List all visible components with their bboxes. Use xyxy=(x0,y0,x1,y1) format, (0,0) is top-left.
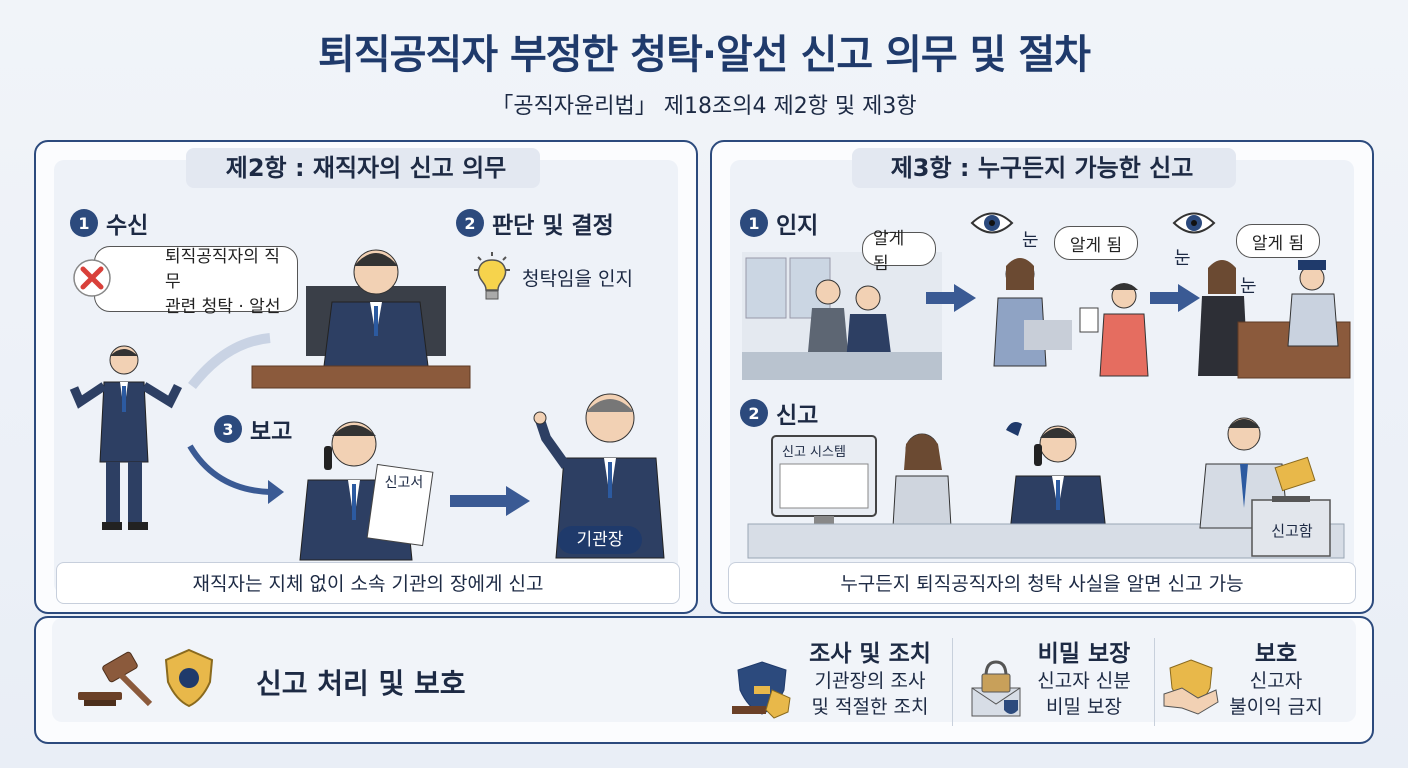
left-caption: 재직자는 지체 없이 소속 기관의 장에게 신고 xyxy=(56,562,680,604)
report-box xyxy=(1251,496,1331,557)
long-desk xyxy=(747,523,1345,559)
police-report-scene xyxy=(1198,260,1351,379)
item-title: 보호 xyxy=(1254,641,1298,667)
panel-inner xyxy=(52,618,1356,722)
bubble-line: 관련 청탁 · 알선 xyxy=(165,296,281,317)
item-line: 기관장의 조사 xyxy=(814,670,926,692)
panel-processing-protection: 신고 처리 및 보호 조사 및 조치 기관장의 조사 및 적절한 조치 비밀 보… xyxy=(34,616,1374,744)
agency-head-badge: 기관장 xyxy=(558,526,642,554)
item-title: 조사 및 조치 xyxy=(809,641,931,667)
speech-bubble-aware: 알게 됨 xyxy=(1054,226,1138,260)
step-receive: 1 수신 xyxy=(70,206,148,240)
step-number: 1 xyxy=(740,209,768,237)
report-box-label: 신고함 xyxy=(1271,522,1313,540)
panel-heading: 제2항 : 재직자의 신고 의무 xyxy=(225,154,507,182)
page-title: 퇴직공직자 부정한 청탁·알선 신고 의무 및 절차 xyxy=(318,32,1091,78)
panel-heading: 제3항 : 누구든지 가능한 신고 xyxy=(890,154,1194,182)
step-number: 2 xyxy=(456,209,484,237)
handshake-shield-icon xyxy=(1163,659,1219,715)
office-scene xyxy=(742,252,942,380)
step-judge: 2 판단 및 결정 xyxy=(456,206,614,240)
eye-label: 눈 xyxy=(1240,276,1257,297)
arrow-right xyxy=(926,284,976,312)
speech-bubble-request: 퇴직공직자의 직무 관련 청탁 · 알선 xyxy=(94,246,298,317)
judge-note: 청탁임을 인지 xyxy=(522,268,633,290)
item-line: 불이익 금지 xyxy=(1229,696,1323,718)
item-line: 비밀 보장 xyxy=(1046,696,1122,718)
panel-anyone-report: 제3항 : 누구든지 가능한 신고 1 인지 알게 됨 눈 알게 됨 xyxy=(710,140,1374,614)
step-number: 1 xyxy=(70,209,98,237)
eye-label: 눈 xyxy=(1174,248,1191,269)
bubble-line: 퇴직공직자의 직무 xyxy=(165,246,280,292)
arrow-right xyxy=(1150,284,1200,312)
step-number: 2 xyxy=(740,399,768,427)
bottom-title: 신고 처리 및 보호 xyxy=(256,667,466,700)
step-label: 수신 xyxy=(106,213,149,239)
step-label: 신고 xyxy=(776,403,819,429)
heading-bg xyxy=(186,148,540,188)
divider xyxy=(952,638,953,726)
page-subtitle: 「공직자윤리법」 제18조의4 제2항 및 제3항 xyxy=(491,94,917,119)
curved-arrow xyxy=(188,333,271,390)
item-line: 및 적절한 조치 xyxy=(811,696,929,718)
caller-figure xyxy=(1006,422,1107,533)
heading-bg xyxy=(852,148,1236,188)
employee-figure xyxy=(69,345,183,530)
step-report: 2 신고 xyxy=(740,396,818,430)
eye-icon xyxy=(1172,212,1216,234)
report-form-label: 신고서 xyxy=(384,475,424,491)
item-line: 신고자 신분 xyxy=(1037,670,1131,692)
step-report: 3 보고 xyxy=(214,412,292,446)
computer-monitor-icon xyxy=(771,435,877,534)
curved-arrow-report xyxy=(187,444,284,504)
system-title: 신고 시스템 xyxy=(782,445,846,460)
shield-gavel-icon xyxy=(732,661,791,719)
step-label: 판단 및 결정 xyxy=(492,213,614,239)
supervisor-at-desk xyxy=(251,249,471,389)
lock-envelope-icon xyxy=(971,660,1021,717)
arrow-right xyxy=(450,486,530,516)
police-badge-icon xyxy=(164,648,214,708)
item-line: 신고자 xyxy=(1249,670,1303,692)
eye-label: 눈 xyxy=(1022,230,1039,251)
divider xyxy=(1154,638,1155,726)
reception-scene xyxy=(993,258,1149,377)
panel-employee-duty: 제2항 : 재직자의 신고 의무 1 수신 퇴직공직자의 직무 관련 청탁 · … xyxy=(34,140,698,614)
eye-icon xyxy=(970,212,1014,234)
employee-reporting xyxy=(299,421,434,561)
speech-bubble-aware: 알게 됨 xyxy=(862,229,936,274)
lightbulb-icon xyxy=(474,252,510,300)
step-label: 인지 xyxy=(776,213,819,239)
item-title: 비밀 보장 xyxy=(1037,641,1131,667)
gavel-icon xyxy=(78,651,153,707)
speech-bubble-aware: 알게 됨 xyxy=(1236,224,1320,258)
step-number: 3 xyxy=(214,415,242,443)
x-mark-icon xyxy=(73,259,111,297)
right-caption: 누구든지 퇴직공직자의 청탁 사실을 알면 신고 가능 xyxy=(728,562,1356,604)
step-label: 보고 xyxy=(250,419,293,445)
step-aware: 1 인지 xyxy=(740,206,818,240)
